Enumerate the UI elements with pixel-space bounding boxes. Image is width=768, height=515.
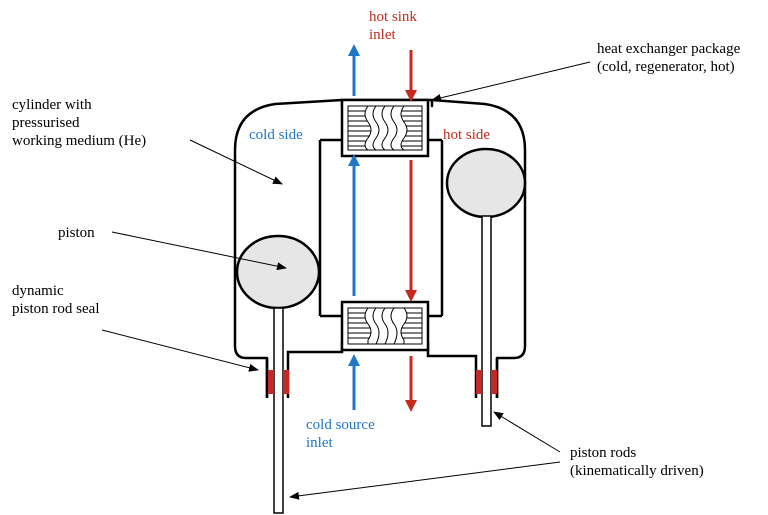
- right-piston-rod: [481, 215, 492, 427]
- inner-divider: [318, 138, 444, 318]
- cold-side-label: cold side: [249, 127, 303, 143]
- cylinder-label-line2: pressurised: [12, 115, 80, 131]
- left-piston: [235, 234, 321, 310]
- seal-label-line1: dynamic: [12, 283, 64, 299]
- cylinder-label-line3: working medium (He): [12, 133, 147, 149]
- heat-exchanger-label-line2: (cold, regenerator, hot): [597, 59, 735, 75]
- piston-rods-label-line1: piston rods: [570, 445, 637, 461]
- heat-exchanger-label: heat exchanger package (cold, regenerato…: [597, 40, 740, 76]
- hot-side-label: hot side: [443, 127, 491, 143]
- cylinder-label-line1: cylinder with: [12, 97, 92, 113]
- hot-sink-label-line1: hot sink: [369, 9, 417, 25]
- leader-lines: [101, 61, 591, 500]
- right-rod-seal: [476, 370, 497, 394]
- leader-cylinder: [189, 139, 283, 185]
- cold-source-label: cold source inlet: [306, 416, 375, 452]
- piston-label: piston: [58, 225, 95, 241]
- piston-rods-label-line2: (kinematically driven): [570, 463, 704, 479]
- leader-piston: [111, 231, 287, 271]
- bottom-regenerator-waves: [364, 307, 408, 345]
- seal-label: dynamic piston rod seal: [12, 282, 100, 318]
- left-rod-seal: [268, 370, 289, 394]
- hot-sink-label-line2: inlet: [369, 27, 396, 43]
- heat-exchanger-label-line1: heat exchanger package: [597, 41, 741, 57]
- leader-heat-exchanger: [431, 61, 591, 102]
- piston-rods-label: piston rods (kinematically driven): [570, 444, 704, 480]
- right-piston: [445, 147, 527, 219]
- leader-rod-right: [493, 411, 561, 453]
- hot-sink-label: hot sink inlet: [369, 8, 417, 44]
- cylinder-label: cylinder with pressurised working medium…: [12, 96, 146, 150]
- left-piston-rod: [273, 307, 284, 514]
- cold-source-label-line1: cold source: [306, 417, 375, 433]
- seal-label-line2: piston rod seal: [12, 301, 100, 317]
- leader-seal: [101, 329, 259, 372]
- top-regenerator-waves: [364, 105, 408, 151]
- leader-rod-left: [289, 461, 561, 500]
- cold-source-label-line2: inlet: [306, 435, 333, 451]
